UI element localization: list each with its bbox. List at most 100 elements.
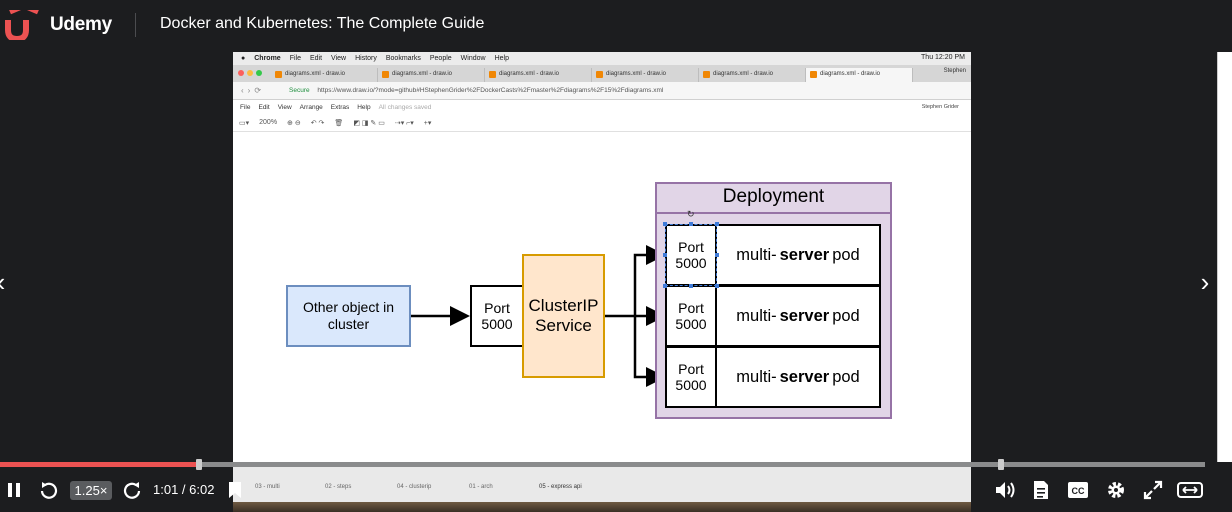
video-frame[interactable]: ● Chrome File Edit View History Bookmark… xyxy=(233,52,971,512)
menu-item: View xyxy=(331,55,347,62)
connector-arrows xyxy=(411,245,666,387)
resize-handle[interactable] xyxy=(663,253,667,257)
port-number: 5000 xyxy=(675,377,707,393)
menubar-clock: Thu 12:20 PM xyxy=(921,54,965,61)
pod-prefix: multi- xyxy=(736,306,777,325)
menu-item: Edit xyxy=(309,55,323,62)
deployment-divider xyxy=(657,212,890,214)
browser-tab: diagrams.xml - draw.io xyxy=(699,68,806,82)
secure-label: Secure xyxy=(289,87,310,94)
playback-speed-button[interactable]: 1.25× xyxy=(70,481,112,500)
pod-bold: server xyxy=(779,306,830,325)
port-label: Port xyxy=(678,361,704,377)
progress-thumb[interactable] xyxy=(195,459,202,470)
menu-item: History xyxy=(355,55,377,62)
pod-bold: server xyxy=(779,245,830,264)
delete-icon: 🗑 xyxy=(334,119,344,127)
port-label: Port xyxy=(678,239,704,255)
bookmark-button[interactable] xyxy=(226,479,244,501)
zoom-icons: ⊕ ⊖ xyxy=(287,119,301,127)
browser-tab: diagrams.xml - draw.io xyxy=(485,68,592,82)
volume-button[interactable] xyxy=(994,479,1018,501)
drawio-toolbar: ▭▾ 200% ⊕ ⊖ ↶ ↷ 🗑 ◩ ◨ ✎ ▭ ⇢▾ ⌐▾ +▾ xyxy=(233,114,971,132)
resize-handle[interactable] xyxy=(663,284,667,288)
resize-handle[interactable] xyxy=(715,253,719,257)
resize-handle[interactable] xyxy=(689,284,693,288)
insert-icon: +▾ xyxy=(423,119,432,127)
player-controls: 1.25× 1:01 / 6:02 CC xyxy=(0,469,1232,512)
menu-item: People xyxy=(429,55,452,62)
transcript-icon xyxy=(1034,481,1048,499)
drawio-menu: File Edit View Arrange Extras Help All c… xyxy=(233,100,971,114)
saved-status: All changes saved xyxy=(378,103,432,111)
other-object-box[interactable]: Other object in cluster xyxy=(286,285,411,347)
arrow-cip-to-top-pod xyxy=(633,245,666,316)
menu-item: File xyxy=(289,55,301,62)
port-number: 5000 xyxy=(675,255,707,271)
page-tab-active: 05 - express api xyxy=(539,484,582,490)
brand-name: Udemy xyxy=(50,14,112,35)
port-label: Port xyxy=(484,300,510,316)
drawio-page-tabs: 03 - multi 02 - steps 04 - clusterip 01 … xyxy=(233,462,971,502)
progress-track[interactable] xyxy=(0,462,1205,467)
resize-handle[interactable] xyxy=(715,222,719,226)
url-text: https://www.draw.io/?mode=github#HStephe… xyxy=(317,87,664,94)
browser-tab-active: diagrams.xml - draw.io xyxy=(806,68,913,82)
hover-marker xyxy=(998,459,1004,470)
forward-button[interactable] xyxy=(121,479,143,501)
minimize-window-icon xyxy=(247,70,253,76)
udemy-logo-icon xyxy=(5,10,39,40)
expand-icon xyxy=(1143,480,1163,500)
resize-handle[interactable] xyxy=(663,222,667,226)
back-forward-reload-icon: ‹›⟳ xyxy=(241,86,266,95)
resize-handle[interactable] xyxy=(689,222,693,226)
selection-outline xyxy=(665,224,717,286)
port-number: 5000 xyxy=(481,316,513,332)
drawio-menu-item: View xyxy=(277,103,292,111)
course-title[interactable]: Docker and Kubernetes: The Complete Guid… xyxy=(160,15,485,32)
browser-tab: diagrams.xml - draw.io xyxy=(592,68,699,82)
mac-menubar: ● Chrome File Edit View History Bookmark… xyxy=(233,52,971,65)
svg-text:CC: CC xyxy=(1072,486,1085,496)
window-controls xyxy=(238,70,262,76)
rewind-button[interactable] xyxy=(38,479,60,501)
pod-prefix: multi- xyxy=(736,367,777,386)
settings-button[interactable] xyxy=(1104,479,1128,501)
progress-fill xyxy=(0,462,199,467)
resize-handle[interactable] xyxy=(715,284,719,288)
deployment-title: Deployment xyxy=(722,186,825,207)
bookmark-icon xyxy=(229,482,241,498)
pause-button[interactable] xyxy=(4,479,24,501)
port-number: 5000 xyxy=(675,316,707,332)
captions-button[interactable]: CC xyxy=(1066,479,1090,501)
pause-icon xyxy=(8,483,20,497)
undo-redo-icon: ↶ ↷ xyxy=(310,119,325,127)
rotate-handle-icon[interactable]: ↻ xyxy=(687,209,695,219)
udemy-logo[interactable]: Udemy xyxy=(4,10,112,40)
previous-lecture-button[interactable]: ‹ xyxy=(0,258,14,306)
menu-item: Help xyxy=(494,55,509,62)
theatre-mode-icon xyxy=(1177,482,1203,498)
browser-tabs: diagrams.xml - draw.io diagrams.xml - dr… xyxy=(233,65,971,82)
volume-icon xyxy=(996,482,1015,498)
transcript-button[interactable] xyxy=(1030,479,1052,501)
maximize-window-icon xyxy=(256,70,262,76)
theatre-mode-button[interactable] xyxy=(1176,479,1204,501)
page-tab: 01 - arch xyxy=(469,484,493,490)
drawio-user: Stephen Grider xyxy=(921,104,959,110)
close-window-icon xyxy=(238,70,244,76)
pod-bold: server xyxy=(779,367,830,386)
rewind-icon xyxy=(40,482,58,499)
next-lecture-button[interactable]: › xyxy=(1192,258,1218,306)
browser-tab: diagrams.xml - draw.io xyxy=(271,68,378,82)
clusterip-service-box[interactable]: ClusterIP Service xyxy=(522,254,605,378)
fullscreen-button[interactable] xyxy=(1141,479,1165,501)
pod-suffix: pod xyxy=(832,367,860,386)
